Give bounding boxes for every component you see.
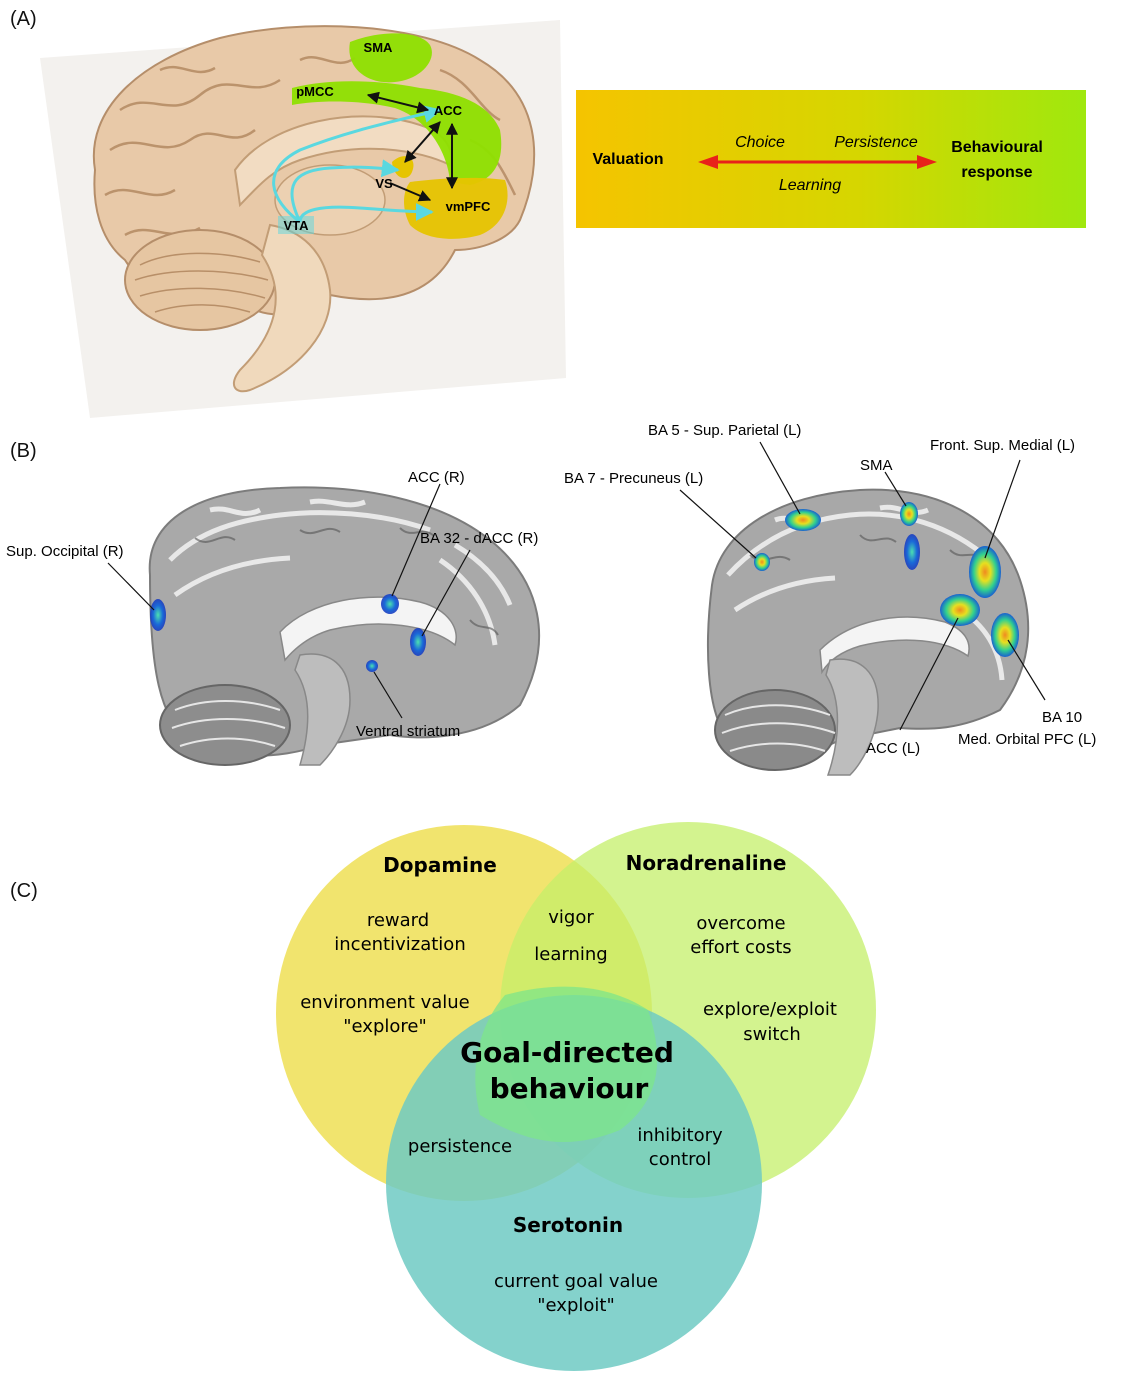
serotonin-item1-line2: "exploit"	[537, 1295, 614, 1316]
activation-acc-r	[381, 594, 399, 614]
scheme-persistence: Persistence	[834, 134, 918, 151]
label-med-orbital-pfc: Med. Orbital PFC (L)	[958, 731, 1096, 748]
activation-sma	[900, 502, 918, 526]
label-pmcc: pMCC	[296, 84, 334, 99]
scheme-behavioural: Behavioural	[951, 139, 1043, 156]
noradrenaline-title: Noradrenaline	[626, 851, 787, 875]
serotonin-title: Serotonin	[513, 1213, 623, 1237]
overlap-vigor: vigor	[548, 907, 594, 928]
panel-b: Sup. Occipital (R) ACC (R) BA 32 - dACC …	[0, 410, 1126, 790]
label-acc: ACC	[434, 103, 463, 118]
noradrenaline-item2-line1: explore/exploit	[703, 999, 837, 1020]
scheme-valuation: Valuation	[592, 151, 663, 168]
panel-a: SMA pMCC ACC VS vmPFC VTA Valuation Beha…	[0, 0, 1126, 430]
noradrenaline-item2-line2: switch	[743, 1024, 800, 1045]
noradrenaline-item1-line2: effort costs	[690, 937, 791, 958]
dopamine-item2-line2: "explore"	[343, 1016, 427, 1037]
label-front-sup-medial: Front. Sup. Medial (L)	[930, 437, 1075, 454]
scheme-response: response	[961, 164, 1032, 181]
activation-front-sup-medial	[969, 546, 1001, 598]
label-sup-occipital: Sup. Occipital (R)	[6, 543, 124, 560]
activation-sma-lower	[904, 534, 920, 570]
dopamine-item2-line1: environment value	[300, 992, 470, 1013]
activation-ba5	[785, 509, 821, 531]
activation-acc-l	[940, 594, 980, 626]
scheme-learning: Learning	[779, 177, 841, 194]
activation-sup-occipital	[150, 599, 166, 631]
label-ba32: BA 32 - dACC (R)	[420, 530, 538, 547]
label-acc-l: ACC (L)	[866, 740, 920, 757]
label-sma-b: SMA	[860, 457, 893, 474]
dopamine-item1-line2: incentivization	[334, 934, 465, 955]
label-ba10: BA 10	[1042, 709, 1082, 726]
activation-ba7	[754, 553, 770, 571]
dopamine-item1-line1: reward	[367, 910, 429, 931]
scheme-choice: Choice	[735, 134, 785, 151]
activation-ventral-striatum	[366, 660, 378, 672]
center-title-line2: behaviour	[490, 1072, 649, 1105]
label-acc-r: ACC (R)	[408, 469, 465, 486]
label-sma: SMA	[364, 40, 394, 55]
overlap-learning: learning	[534, 944, 607, 965]
overlap-inhibitory: inhibitory	[637, 1125, 723, 1146]
serotonin-item1-line1: current goal value	[494, 1271, 658, 1292]
label-vta: VTA	[283, 218, 309, 233]
label-ba7: BA 7 - Precuneus (L)	[564, 470, 703, 487]
label-ba5: BA 5 - Sup. Parietal (L)	[648, 422, 801, 439]
label-vs: VS	[375, 176, 393, 191]
overlap-persistence: persistence	[408, 1136, 512, 1157]
overlap-control: control	[649, 1149, 711, 1170]
noradrenaline-item1-line1: overcome	[696, 913, 785, 934]
label-ventral-striatum: Ventral striatum	[356, 723, 460, 740]
center-title-line1: Goal-directed	[460, 1036, 674, 1069]
dopamine-title: Dopamine	[383, 853, 497, 877]
label-vmpfc: vmPFC	[446, 199, 491, 214]
panel-c-venn: Dopamine reward incentivization environm…	[0, 800, 1126, 1379]
cerebellum	[125, 230, 275, 330]
